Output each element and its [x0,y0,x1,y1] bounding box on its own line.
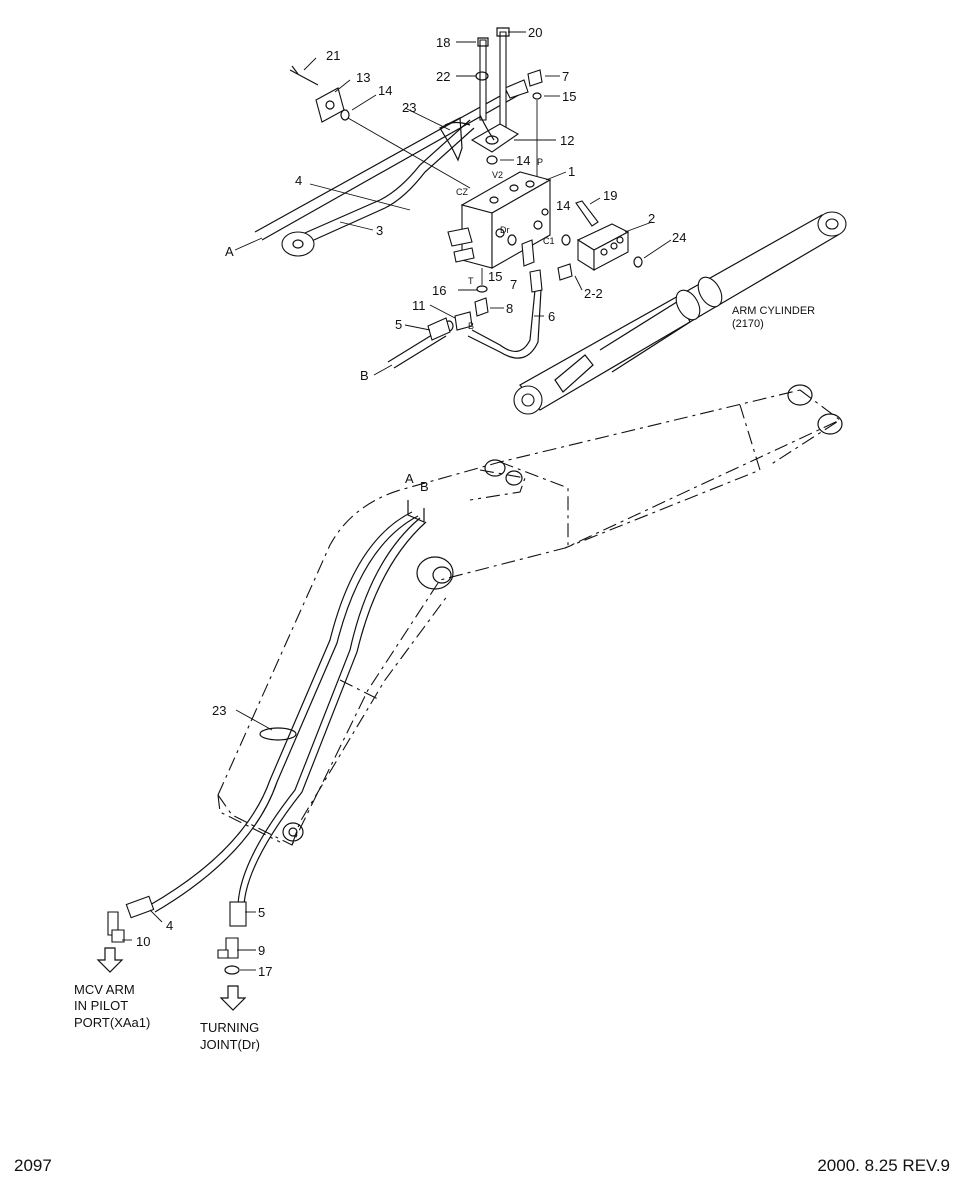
callout-20: 20 [528,25,542,40]
lower-fittings [387,269,543,369]
ref-a-boom: A [405,471,414,486]
callout-14-b: 14 [516,153,530,168]
callout-4-a: 4 [295,173,302,188]
boom-outline [217,384,843,846]
valve-block [447,171,571,293]
port-cz: CZ [456,187,468,197]
mcv-line-1: MCV ARM [74,982,135,997]
callout-numbers: 21 13 14 23 18 22 20 7 15 12 14 1 4 3 19… [136,25,686,979]
callout-11: 11 [412,298,426,313]
callout-5-a: 5 [395,317,402,332]
arrow-mcv [96,947,124,973]
callout-7-b: 7 [510,277,517,292]
callout-4-b: 4 [166,918,173,933]
callout-15-b: 15 [488,269,502,284]
port-b: B [468,321,474,331]
callout-9: 9 [258,943,265,958]
mcv-line-2: IN PILOT [74,998,128,1013]
callout-23-b: 23 [212,703,226,718]
port-p: P [537,157,543,167]
arm-cylinder [513,211,847,415]
arm-cylinder-number: (2170) [732,318,764,330]
ref-b-boom: B [420,479,429,494]
callout-10: 10 [136,934,150,949]
port-v2: V2 [492,170,503,180]
mcv-note: MCV ARM IN PILOT PORT(XAa1) [74,982,150,1030]
callout-12: 12 [560,133,574,148]
callout-14-a: 14 [378,83,392,98]
port-dr: Dr [500,225,510,235]
turning-line-2: JOINT(Dr) [200,1037,260,1052]
callout-23-a: 23 [402,100,416,115]
callout-13: 13 [356,70,370,85]
turning-joint-note: TURNING JOINT(Dr) [200,1020,260,1052]
callout-17: 17 [258,964,272,979]
callout-22: 22 [436,69,450,84]
bottom-fittings [107,911,240,975]
callout-14-c: 14 [556,198,570,213]
ref-b-top: B [360,368,369,383]
arrow-turning-joint [219,985,247,1011]
callout-6: 6 [548,309,555,324]
callout-2: 2 [648,211,655,226]
callout-8: 8 [506,301,513,316]
arm-cylinder-label: ARM CYLINDER [732,305,815,317]
callout-3: 3 [376,223,383,238]
leader-lines [122,31,672,971]
reference-letters: A B A B [225,244,429,494]
flange-12 [470,27,543,180]
port-t: T [468,276,474,286]
callout-7-a: 7 [562,69,569,84]
turning-line-1: TURNING [200,1020,259,1035]
callout-1: 1 [568,164,575,179]
ref-a-top: A [225,244,234,259]
callout-16: 16 [432,283,446,298]
callout-19: 19 [603,188,617,203]
flange-13 [289,65,471,189]
cover-plate-2 [557,200,643,281]
callout-2-2: 2-2 [584,286,603,301]
boom-hoses [125,500,427,927]
port-labels: V2 CZ P Dr C1 T B [456,157,555,331]
callout-15-a: 15 [562,89,576,104]
revision-date: 2000. 8.25 REV.9 [817,1156,950,1175]
callout-24: 24 [672,230,686,245]
callout-18: 18 [436,35,450,50]
page-number: 2097 [14,1156,52,1175]
callout-5-b: 5 [258,905,265,920]
mcv-line-3: PORT(XAa1) [74,1015,150,1030]
port-c1: C1 [543,236,555,246]
arm-cylinder-note: ARM CYLINDER (2170) [732,305,815,330]
callout-21: 21 [326,48,340,63]
